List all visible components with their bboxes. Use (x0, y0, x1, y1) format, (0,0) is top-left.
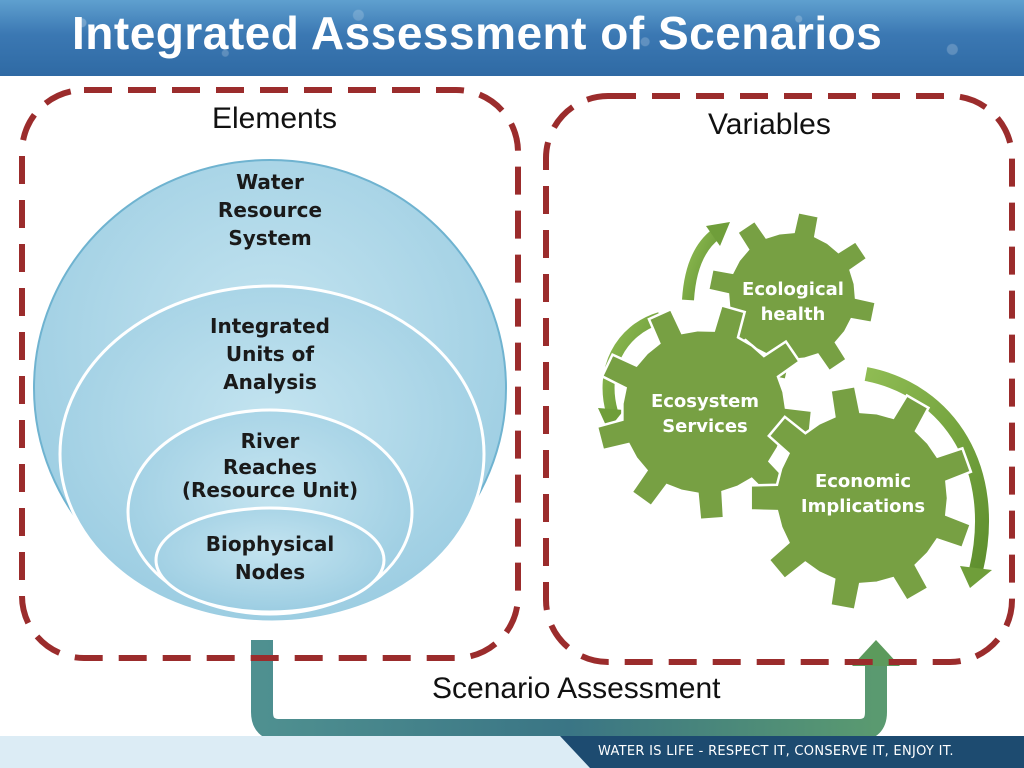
circle-text-line: Biophysical (205, 532, 335, 556)
footer-slogan-band (560, 736, 1024, 768)
gear-label-ecosystem-services: Ecosystem Services (630, 389, 780, 439)
circle-text-line: (Resource Unit) (181, 478, 359, 502)
cycle-arrowhead-right (960, 566, 992, 588)
gear-text-line: Implications (800, 496, 926, 517)
biophysical-nodes-circle (154, 506, 386, 614)
circle-text-line: Water (236, 170, 304, 194)
gear-economic-implications (749, 384, 973, 612)
elements-heading: Elements (212, 102, 338, 135)
circle-text-line: Resource (217, 198, 323, 222)
circle-text-line: Units of (225, 342, 315, 366)
footer-slogan: WATER IS LIFE - RESPECT IT, CONSERVE IT,… (598, 744, 954, 759)
elements-panel-border (19, 87, 521, 661)
circle-text-line: Nodes (234, 560, 306, 584)
variables-panel-border (543, 93, 1015, 665)
cycle-arrow-top (682, 229, 720, 301)
slide-title: Integrated Assessment of Scenarios (72, 7, 883, 59)
circle-text-line: System (228, 226, 312, 250)
cycle-arrowhead-top (706, 222, 730, 246)
variables-heading: Variables (708, 108, 831, 141)
label-water-resource-system: Water Resource System (170, 168, 370, 252)
scenario-connector-arrow (251, 640, 887, 741)
gears-group (595, 210, 973, 612)
title-bar: Integrated Assessment of Scenarios (0, 0, 1024, 76)
cycle-arrow-right (864, 367, 990, 572)
gear-text-line: Ecological (742, 279, 844, 300)
circle-text-line: Reaches (222, 455, 318, 479)
circle-text-line: Integrated (210, 314, 330, 338)
label-biophysical-nodes: Biophysical Nodes (170, 530, 370, 586)
gear-text-line: Economic (814, 471, 912, 492)
cycle-arrowhead-left (598, 408, 624, 430)
label-river-reaches: River Reaches (Resource Unit) (150, 428, 390, 503)
gear-label-economic-implications: Economic Implications (788, 469, 938, 519)
scenario-assessment-label: Scenario Assessment (432, 672, 721, 705)
circle-text-line: Analysis (223, 370, 317, 394)
gear-text-line: Services (662, 416, 748, 437)
label-integrated-units: Integrated Units of Analysis (170, 312, 370, 396)
gear-text-line: health (760, 304, 826, 325)
circle-text-line: River (240, 429, 300, 453)
water-drops-background (0, 0, 1024, 76)
gear-label-ecological-health: Ecological health (718, 277, 868, 327)
gear-text-line: Ecosystem (650, 391, 760, 412)
cycle-arrow-left (602, 312, 662, 414)
